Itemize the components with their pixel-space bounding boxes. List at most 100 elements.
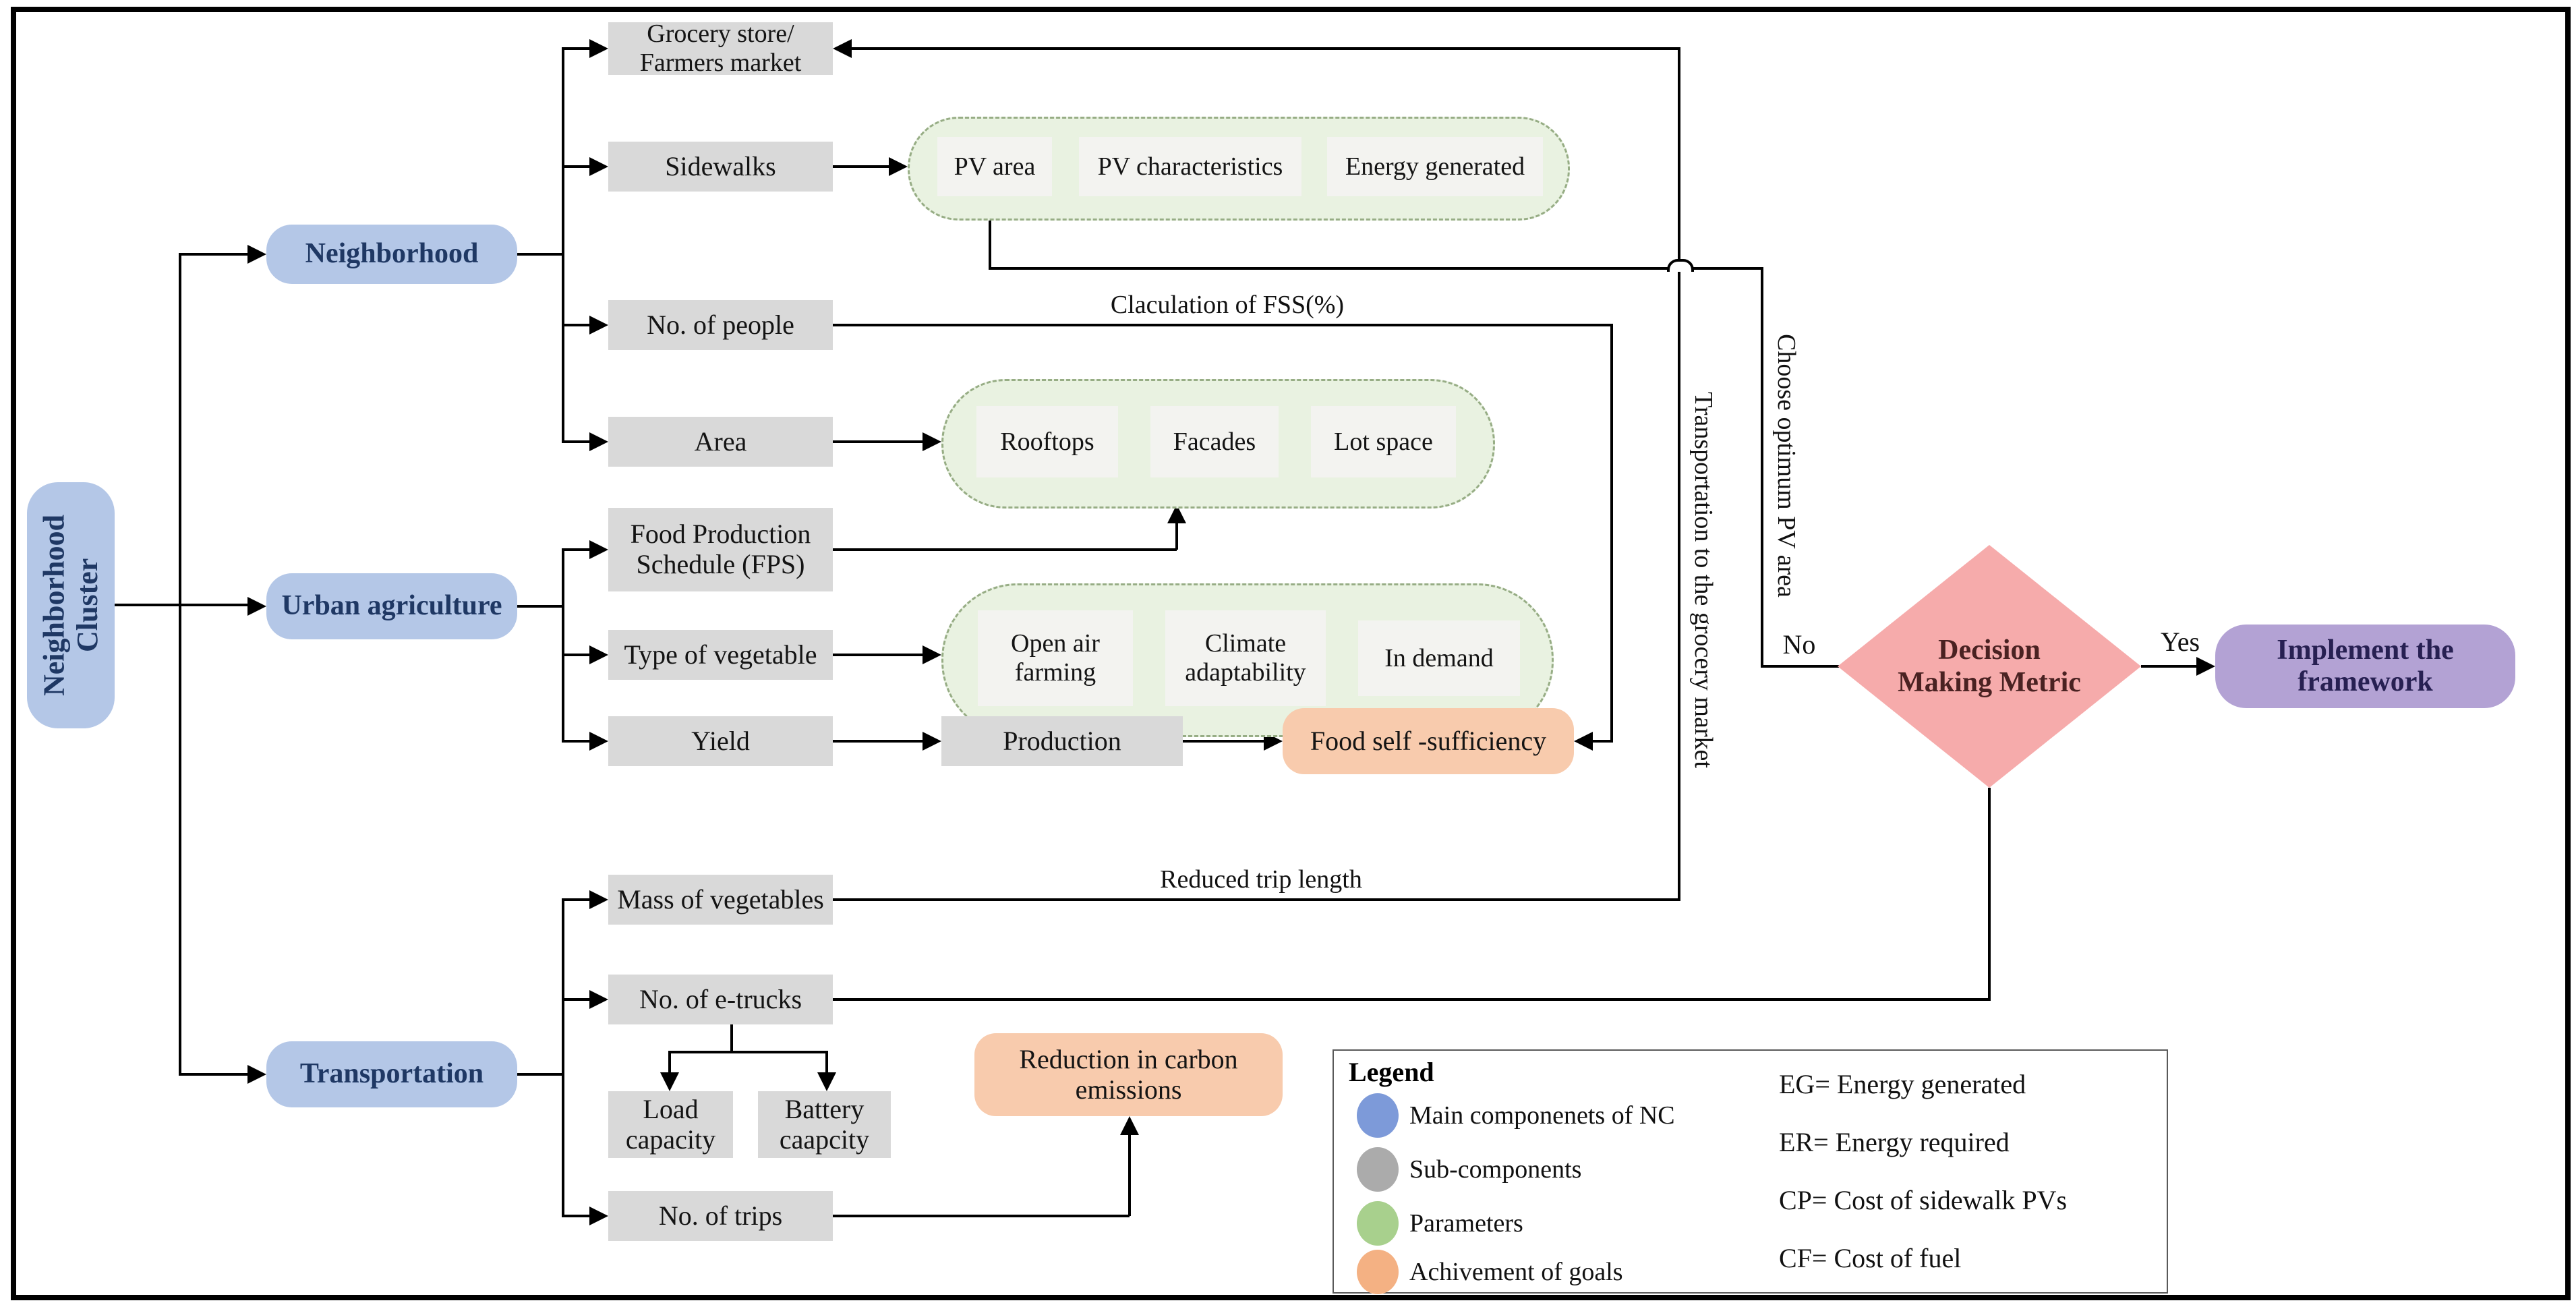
node-no-of-trips: No. of trips	[608, 1191, 833, 1241]
node-label: Yield	[691, 725, 750, 756]
connector-line	[1175, 522, 1178, 550]
node-neighborhood-cluster: Neighborhood Cluster	[27, 482, 115, 728]
param-label: Open air	[1011, 629, 1100, 658]
connector-line	[563, 1215, 591, 1217]
edge-label-reduced-trip-length: Reduced trip length	[1160, 865, 1362, 894]
arrowhead	[247, 245, 266, 264]
node-label: Farmers market	[639, 49, 802, 77]
param-lot-space: Lot space	[1311, 406, 1456, 477]
edge-label-fss-calculation: Claculation of FSS(%)	[1110, 291, 1345, 319]
param-rooftops: Rooftops	[976, 406, 1118, 477]
connector-line	[179, 253, 181, 1076]
connector-line	[833, 740, 924, 743]
arrowhead	[589, 645, 608, 664]
arrowhead	[923, 645, 941, 664]
node-label: Production	[1003, 725, 1121, 756]
connector-line	[833, 898, 1680, 901]
arrowhead	[833, 39, 852, 58]
connector-line	[517, 1073, 563, 1076]
node-label: Reduction in carbon	[1019, 1043, 1238, 1074]
edge-label-no: No	[1782, 629, 1816, 660]
edge-label-choose-optimum-pv: Choose optimum PV area	[1772, 333, 1801, 598]
legend-label-parameters: Parameters	[1409, 1209, 1523, 1238]
node-production: Production	[941, 716, 1183, 766]
connector-line	[833, 654, 924, 656]
node-battery-capacity: Battery caapcity	[758, 1091, 891, 1158]
param-label: PV area	[954, 152, 1036, 181]
arrowhead	[589, 157, 608, 176]
node-label: Decision	[1938, 634, 2041, 666]
legend-label-sub-components: Sub-components	[1409, 1155, 1582, 1184]
connector-line	[1610, 324, 1613, 743]
connector-line	[670, 1051, 827, 1053]
connector-line	[1988, 788, 1991, 999]
node-type-of-vegetable: Type of vegetable	[608, 630, 833, 680]
param-energy-generated: Energy generated	[1327, 137, 1543, 196]
node-neighborhood: Neighborhood	[266, 225, 517, 284]
node-label: caapcity	[779, 1124, 870, 1155]
legend-swatch-main-components	[1357, 1093, 1399, 1138]
arrowhead	[1120, 1116, 1139, 1135]
connector-line	[833, 1215, 1130, 1217]
node-label: Neighborhood Cluster	[37, 515, 104, 696]
legend-abbreviation-cp: CP= Cost of sidewalk PVs	[1779, 1185, 2068, 1215]
param-pv-area: PV area	[937, 137, 1052, 196]
node-mass-of-vegetables: Mass of vegetables	[608, 875, 833, 925]
arrowhead	[923, 732, 941, 751]
legend-swatch-goals	[1357, 1250, 1399, 1294]
connector-line	[730, 1024, 733, 1053]
param-label: In demand	[1384, 643, 1494, 672]
connector-line	[517, 605, 563, 608]
node-food-production-schedule: Food Production Schedule (FPS)	[608, 508, 833, 591]
node-label: Neighborhood	[305, 238, 479, 270]
connector-line	[1762, 665, 1839, 668]
connector-line	[563, 740, 591, 743]
node-area: Area	[608, 417, 833, 467]
node-label: Area	[694, 426, 747, 457]
legend-abbreviation-eg: EG= Energy generated	[1779, 1069, 2026, 1099]
arrowhead	[589, 432, 608, 451]
param-facades: Facades	[1150, 406, 1279, 477]
connector-line	[563, 47, 591, 50]
connector-line	[1128, 1134, 1131, 1216]
connector-line	[115, 604, 249, 606]
node-label: Battery	[784, 1093, 865, 1124]
connector-line	[563, 165, 591, 168]
arrowhead	[1574, 732, 1593, 751]
node-label: Load	[643, 1093, 699, 1124]
node-label: Food self -sufficiency	[1310, 725, 1547, 756]
connector-line	[563, 998, 591, 1001]
param-label: Climate	[1204, 629, 1287, 658]
connector-line	[850, 47, 1679, 50]
legend-abbreviation-cf: CF= Cost of fuel	[1779, 1243, 1962, 1273]
legend-swatch-parameters	[1357, 1201, 1399, 1246]
node-carbon-reduction: Reduction in carbon emissions	[974, 1033, 1283, 1116]
connector-line	[562, 548, 564, 743]
node-label: emissions	[1075, 1074, 1182, 1105]
node-no-of-e-trucks: No. of e-trucks	[608, 975, 833, 1024]
connector-line	[2141, 665, 2198, 668]
connector-line	[833, 548, 1177, 551]
edge-label-transport-to-grocery: Transportation to the grocery market	[1689, 392, 1718, 768]
node-implement-framework: Implement the framework	[2215, 625, 2515, 708]
connector-line	[989, 267, 1668, 270]
connector-line	[1678, 47, 1680, 901]
node-label: Type of vegetable	[624, 639, 817, 670]
edge-label-yes: Yes	[2160, 627, 2200, 657]
legend-label-goals: Achivement of goals	[1409, 1258, 1623, 1286]
param-in-demand: In demand	[1358, 620, 1520, 696]
arrowhead	[889, 157, 908, 176]
connector-line	[1591, 740, 1613, 743]
legend-label-main-components: Main componenets of NC	[1409, 1101, 1675, 1130]
node-label: Schedule (FPS)	[636, 549, 805, 579]
param-open-air-farming: Open air farming	[978, 610, 1133, 706]
node-label: Food Production	[630, 519, 811, 550]
arrowhead	[2196, 657, 2215, 676]
param-label: Facades	[1173, 427, 1256, 456]
connector-line	[180, 1073, 249, 1076]
arrowhead	[589, 540, 608, 559]
legend-swatch-sub-components	[1357, 1147, 1399, 1192]
param-label: adaptability	[1185, 658, 1306, 687]
arrowhead	[923, 432, 941, 451]
